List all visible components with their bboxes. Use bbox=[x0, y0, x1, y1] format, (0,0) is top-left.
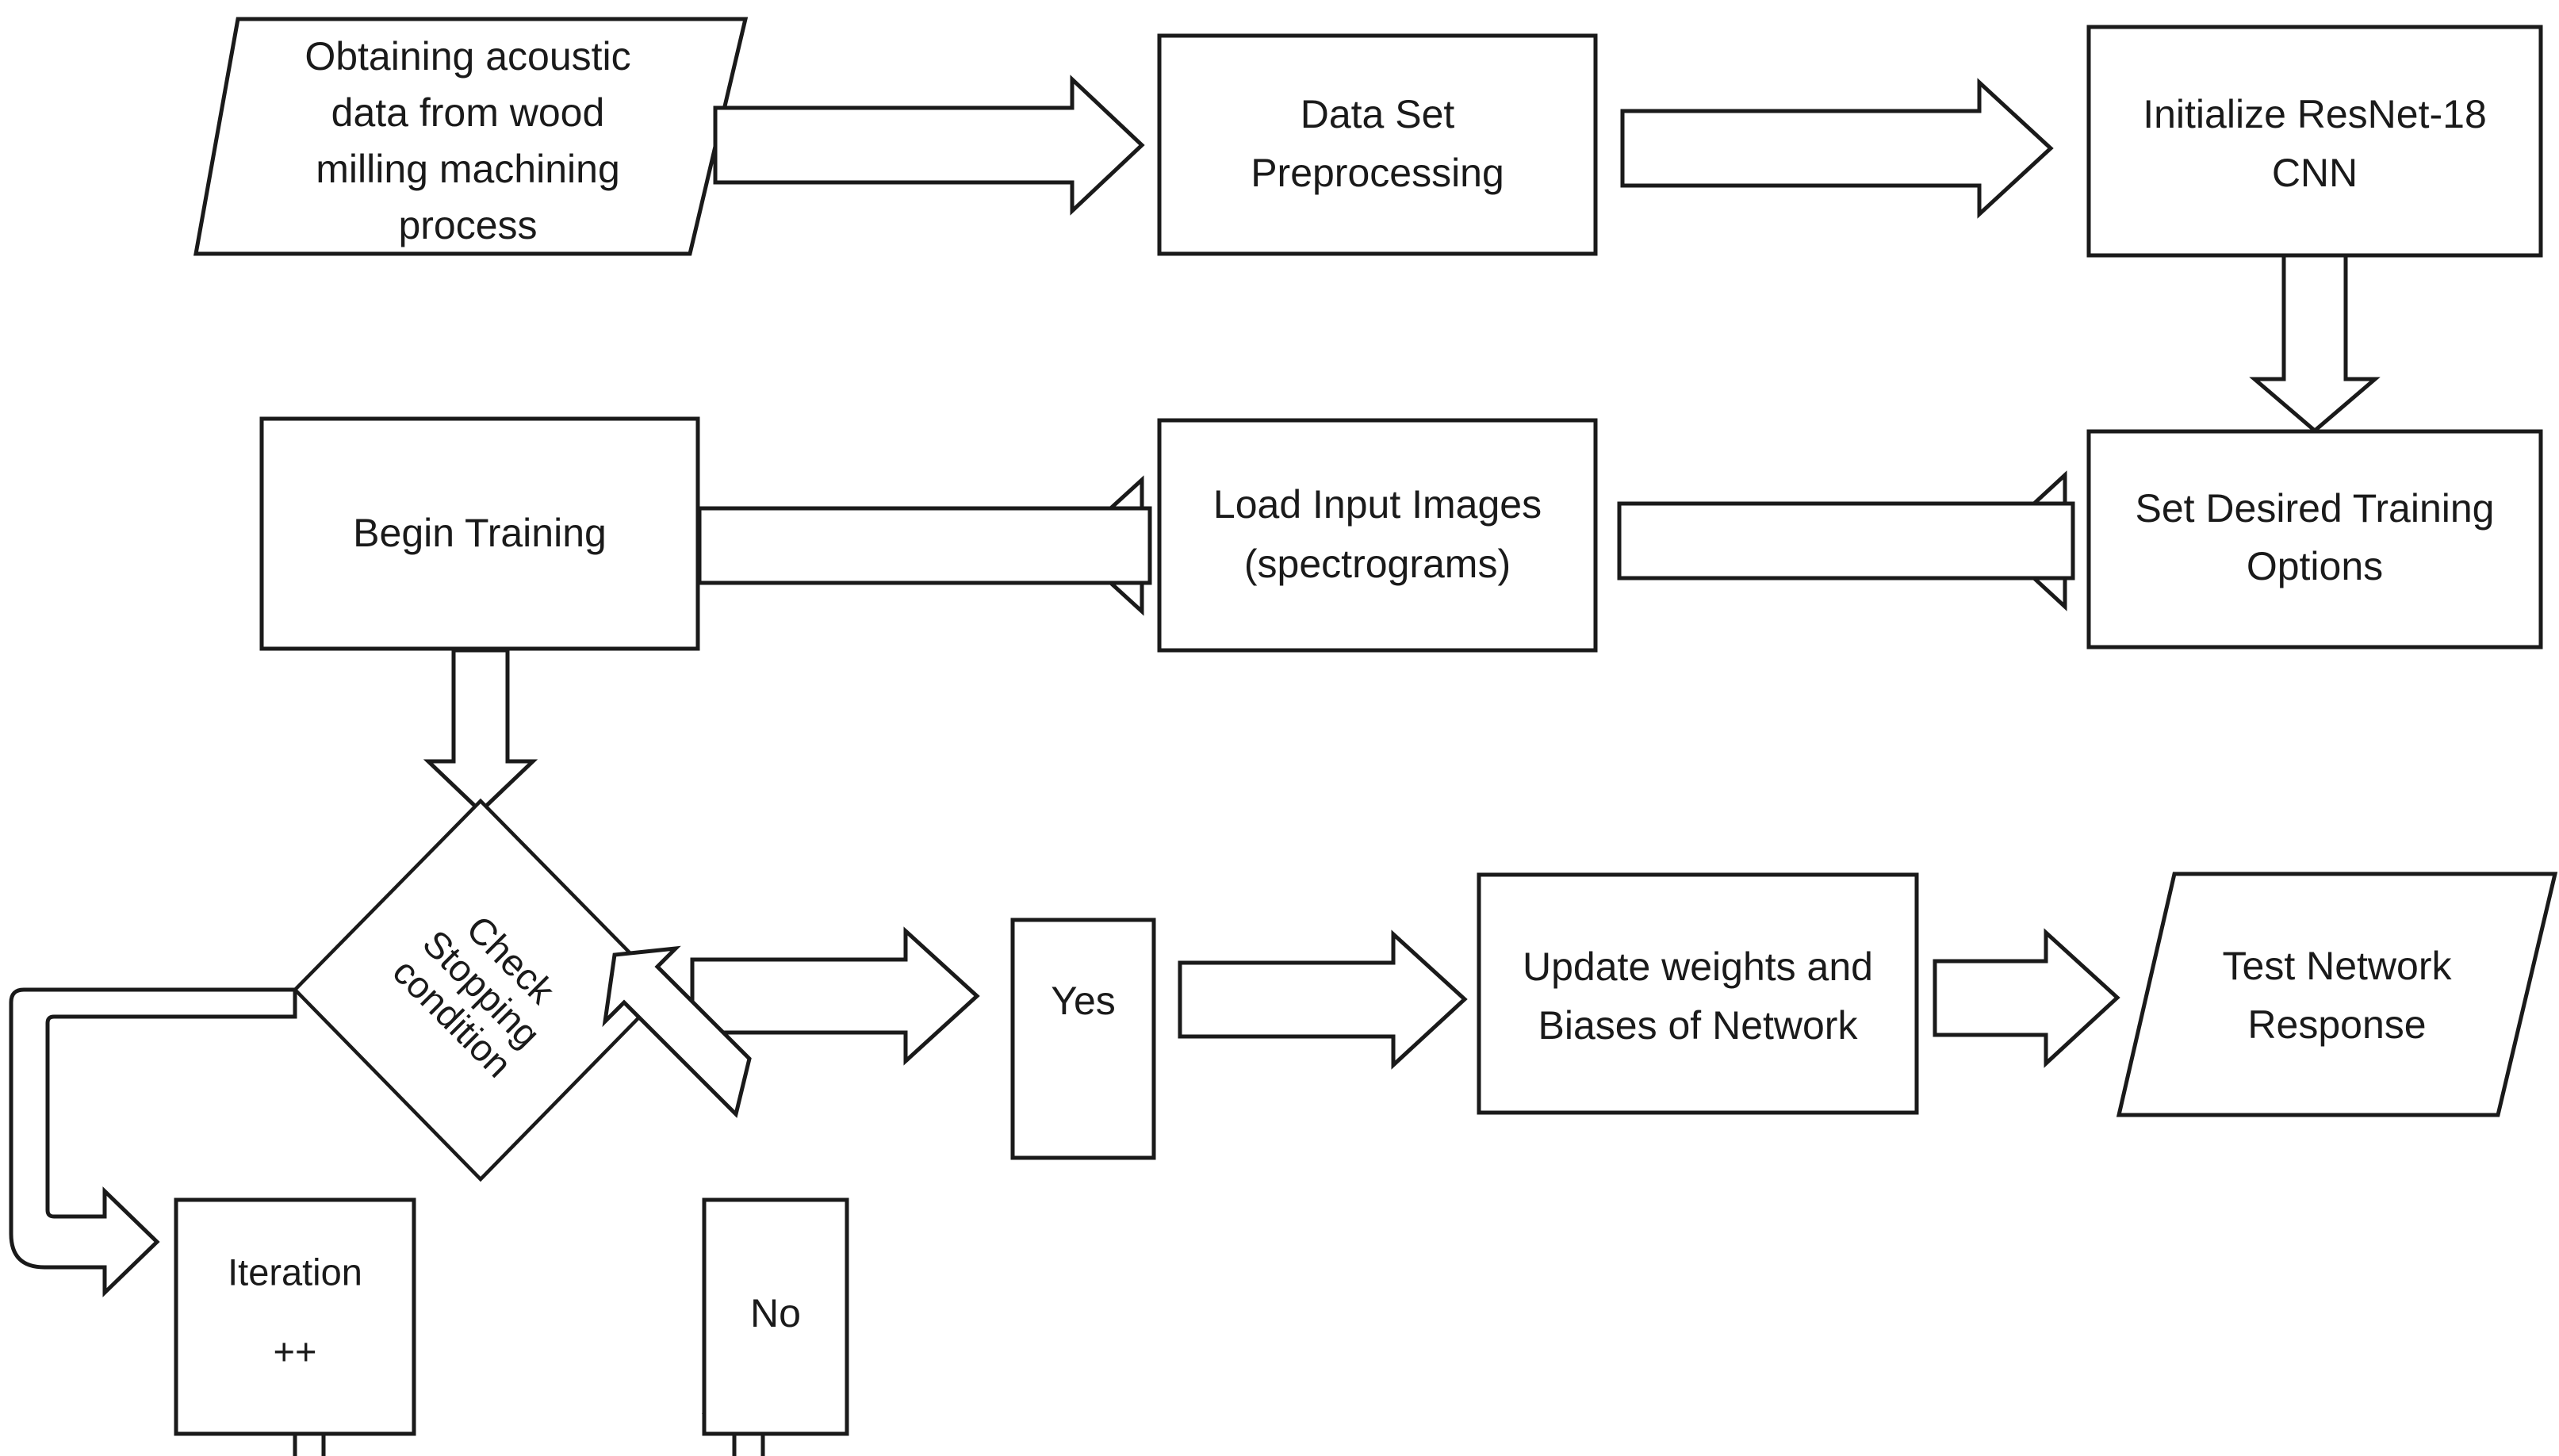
node-update-weights-line-1: Update weights and bbox=[1523, 944, 1873, 989]
node-no-label: No bbox=[750, 1291, 801, 1335]
edge-no-to-check-stopping bbox=[602, 945, 752, 1118]
edge-load-images-to-begin-training bbox=[697, 475, 1152, 616]
node-begin-training[interactable]: Begin Training bbox=[259, 416, 700, 651]
node-yes[interactable]: Yes bbox=[1010, 918, 1156, 1160]
edge-update-weights-to-test-response bbox=[1933, 928, 2120, 1068]
edge-yes-to-update-weights bbox=[1178, 929, 1468, 1070]
edge-begin-training-to-check-stopping bbox=[423, 648, 538, 814]
node-update-weights-biases[interactable]: Update weights and Biases of Network bbox=[1477, 872, 1919, 1115]
node-yes-label: Yes bbox=[1051, 979, 1116, 1023]
node-load-images-line-1: Load Input Images bbox=[1213, 482, 1542, 527]
edge-init-cnn-to-training-options bbox=[2249, 253, 2381, 434]
node-acquire-line-2: data from wood bbox=[331, 90, 605, 135]
node-acquire-line-1: Obtaining acoustic bbox=[305, 34, 630, 79]
node-training-options-line-1: Set Desired Training bbox=[2135, 486, 2494, 531]
edge-acquire-to-preprocess bbox=[713, 75, 1145, 216]
node-init-cnn-line-2: CNN bbox=[2272, 151, 2358, 195]
node-acquire-acoustic-data[interactable]: Obtaining acoustic data from wood millin… bbox=[193, 17, 749, 256]
edge-check-stopping-to-iteration bbox=[9, 987, 297, 1297]
node-test-network-response[interactable]: Test Network Response bbox=[2116, 872, 2558, 1117]
node-load-input-images[interactable]: Load Input Images (spectrograms) bbox=[1157, 418, 1598, 653]
node-preprocess-line-1: Data Set bbox=[1301, 92, 1455, 136]
node-set-training-options[interactable]: Set Desired Training Options bbox=[2086, 429, 2543, 649]
node-init-cnn-line-1: Initialize ResNet-18 bbox=[2143, 92, 2487, 136]
node-test-response-line-1: Test Network bbox=[2223, 944, 2453, 988]
node-iteration-line-2: ++ bbox=[274, 1330, 317, 1372]
node-begin-training-label: Begin Training bbox=[353, 511, 607, 555]
node-update-weights-line-2: Biases of Network bbox=[1538, 1003, 1859, 1048]
node-load-images-line-2: (spectrograms) bbox=[1244, 542, 1511, 586]
edge-check-stopping-to-yes bbox=[690, 926, 980, 1066]
node-no[interactable]: No bbox=[702, 1197, 849, 1436]
node-iteration-increment[interactable]: Iteration ++ bbox=[174, 1197, 416, 1436]
edge-preprocess-to-init-cnn bbox=[1620, 78, 2054, 219]
node-iteration-line-1: Iteration bbox=[228, 1251, 362, 1293]
node-training-options-line-2: Options bbox=[2247, 544, 2383, 588]
node-acquire-line-4: process bbox=[398, 203, 537, 247]
node-acquire-line-3: milling machining bbox=[316, 147, 620, 191]
node-dataset-preprocessing[interactable]: Data Set Preprocessing bbox=[1157, 33, 1598, 256]
node-preprocess-line-2: Preprocessing bbox=[1251, 151, 1504, 195]
node-initialize-resnet18-cnn[interactable]: Initialize ResNet-18 CNN bbox=[2086, 25, 2543, 258]
node-test-response-line-2: Response bbox=[2247, 1002, 2426, 1047]
node-check-stopping-condition[interactable]: Check Stopping condition bbox=[292, 798, 669, 1182]
edge-training-options-to-load-images bbox=[1617, 470, 2075, 611]
